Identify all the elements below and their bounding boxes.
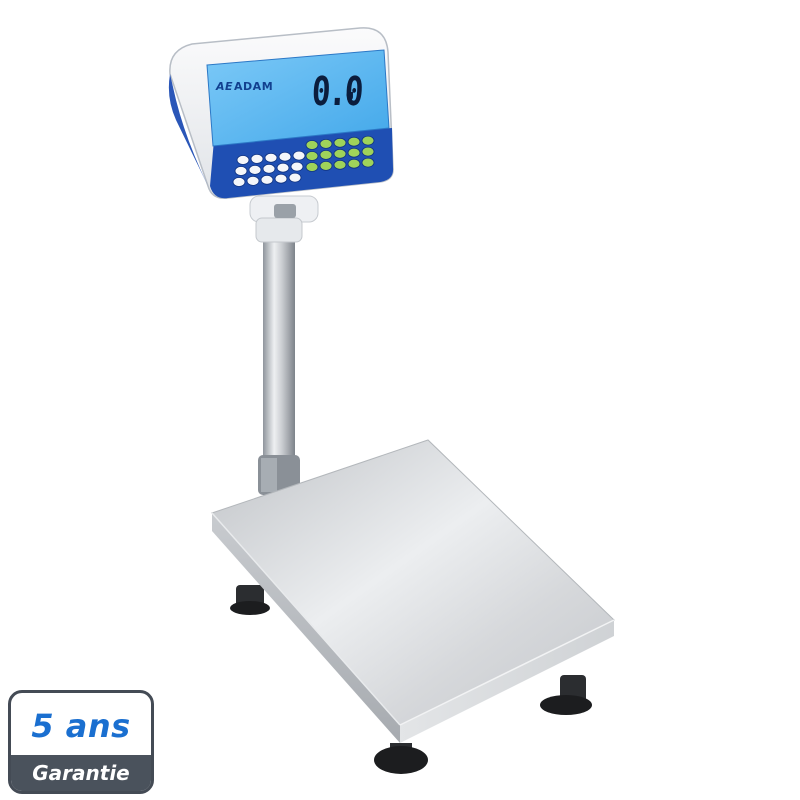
numeric-key[interactable] [288,172,302,183]
brand-logo: AEADAM [216,80,274,93]
function-key[interactable] [319,149,333,160]
display-bracket [249,195,319,243]
scale-pole [258,232,300,495]
function-key[interactable] [347,158,361,169]
numeric-key[interactable] [260,174,274,185]
numeric-key[interactable] [264,152,278,163]
warranty-years: 5 ans [31,707,131,745]
warranty-badge: 5 ans Garantie [8,690,154,794]
numeric-key[interactable] [292,150,306,161]
function-key[interactable] [333,159,347,170]
function-key[interactable] [333,148,347,159]
warranty-label: Garantie [11,755,151,791]
function-key[interactable] [361,146,375,157]
function-key[interactable] [305,140,319,150]
function-key[interactable] [347,136,361,147]
function-key[interactable] [333,137,347,148]
keypad [232,135,375,187]
weight-unit: g [346,88,354,101]
numeric-key[interactable] [276,162,290,173]
numeric-key[interactable] [274,173,288,184]
numeric-key[interactable] [248,164,262,175]
weight-reading: 0.0 [310,69,363,115]
numeric-key[interactable] [236,155,250,165]
function-key[interactable] [361,157,375,168]
numeric-key[interactable] [232,177,246,187]
numeric-key[interactable] [278,151,292,162]
numeric-key[interactable] [262,163,276,174]
scale-feet-back [230,585,592,715]
function-key[interactable] [347,147,361,158]
weighing-platform [211,439,615,743]
scale-feet-front [374,743,428,774]
numeric-key[interactable] [250,153,264,164]
function-key[interactable] [305,162,319,172]
function-key[interactable] [319,160,333,171]
numeric-key[interactable] [246,175,260,186]
function-key[interactable] [319,138,333,149]
function-key[interactable] [305,151,319,161]
numeric-key[interactable] [290,161,304,172]
function-key[interactable] [361,135,375,146]
numeric-key[interactable] [234,166,248,176]
